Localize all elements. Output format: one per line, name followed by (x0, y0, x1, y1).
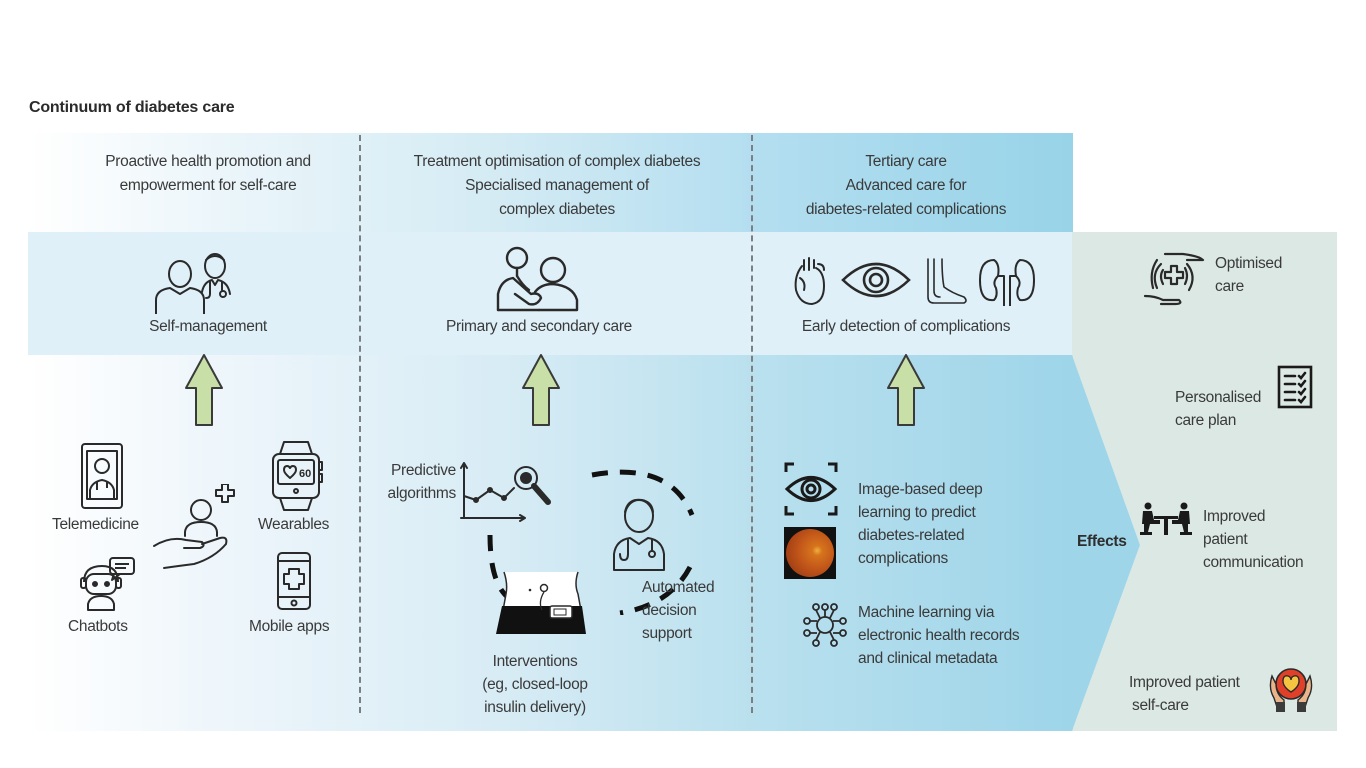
effects-panel (1072, 232, 1337, 731)
label-line: patient (1203, 531, 1248, 548)
mobile-health-app-icon (277, 552, 311, 610)
tool-label-telemedicine: Telemedicine (52, 516, 139, 533)
tool-label-machine-learning-ehr: Machine learning via electronic health r… (858, 601, 1020, 670)
meeting-table-icon (1140, 502, 1192, 535)
label-line: Optimised (1215, 255, 1283, 272)
label-line: self-care (1132, 697, 1189, 714)
foot-icon (927, 258, 967, 304)
column-heading-tertiary-care: Tertiary care Advanced care for diabetes… (754, 150, 1058, 222)
label-line: Improved (1203, 508, 1266, 525)
focus-label-early-detection: Early detection of complications (801, 318, 1011, 335)
doctor-icon (613, 498, 665, 571)
retinal-fundus-image (784, 527, 836, 579)
patient-and-doctor-icon (155, 253, 231, 314)
hand-holding-person-icon (153, 484, 235, 569)
tablet-doctor-icon (81, 443, 123, 509)
label-line: communication (1203, 554, 1304, 571)
column-divider (359, 135, 361, 713)
heading-line: diabetes-related complications (805, 201, 1007, 218)
tool-label-wearables: Wearables (258, 516, 330, 533)
heading-line: complex diabetes (499, 201, 615, 218)
eye-icon (841, 262, 911, 298)
label-line: insulin delivery) (484, 699, 586, 716)
label-line: care plan (1175, 412, 1237, 429)
tool-label-image-deep-learning: Image-based deep learning to predict dia… (858, 478, 983, 570)
effect-label-personalised-care-plan: Personalised care plan (1175, 386, 1261, 432)
diagram-title: Continuum of diabetes care (29, 99, 235, 116)
label-line: algorithms (387, 485, 457, 502)
effects-chevron (1072, 355, 1140, 731)
label-line: Improved patient (1129, 674, 1240, 691)
heading-line: Tertiary care (865, 153, 947, 170)
retina-disc (786, 529, 834, 577)
watch-readout: 60 (299, 468, 311, 480)
heading-line: Advanced care for (845, 177, 967, 194)
column-heading-complex-diabetes: Treatment optimisation of complex diabet… (362, 150, 752, 222)
hands-care-cross-icon (1143, 252, 1205, 306)
effect-label-improved-communication: Improved patient communication (1203, 505, 1304, 574)
tool-label-chatbots: Chatbots (68, 618, 128, 635)
cycle-label-interventions: Interventions (eg, closed-loop insulin d… (450, 650, 620, 719)
label-line: care (1215, 278, 1244, 295)
label-line: Interventions (492, 653, 578, 670)
label-line: complications (858, 550, 949, 567)
heading-line: empowerment for self-care (119, 177, 297, 194)
label-line: learning to predict (858, 504, 976, 521)
predictive-chart-magnifier-icon (460, 462, 551, 522)
heading-line: Specialised management of (465, 177, 649, 194)
label-line: Image-based deep (858, 481, 983, 498)
label-line: support (642, 625, 692, 642)
smartwatch-icon: 60 (272, 441, 323, 511)
label-line: Predictive (390, 462, 456, 479)
effect-label-optimised-care: Optimised care (1215, 252, 1282, 298)
heading-line: Treatment optimisation of complex diabet… (413, 153, 701, 170)
doctor-examining-patient-icon (496, 246, 579, 312)
up-arrow-icon (522, 354, 560, 426)
focus-label-self-management: Self-management (149, 318, 267, 335)
band-care-levels (28, 133, 1073, 232)
up-arrow-icon (887, 354, 925, 426)
hands-heart-icon (1269, 668, 1313, 712)
focus-label-primary-secondary-care: Primary and secondary care (445, 318, 633, 335)
eye-scan-icon (784, 462, 838, 516)
label-line: and clinical metadata (858, 650, 998, 667)
cycle-label-automated-decision-support: Automated decision support (642, 576, 715, 645)
heading-line: Proactive health promotion and (105, 153, 311, 170)
heart-icon (794, 257, 825, 305)
kidneys-icon (979, 259, 1035, 306)
label-line: decision (642, 602, 697, 619)
label-line: Personalised (1175, 389, 1262, 406)
tool-label-mobile-apps: Mobile apps (249, 618, 330, 635)
label-line: (eg, closed-loop (482, 676, 588, 693)
effects-label: Effects (1077, 533, 1127, 550)
label-line: diabetes-related (858, 527, 965, 544)
cycle-label-predictive-algorithms: Predictive algorithms (362, 459, 457, 505)
label-line: electronic health records (858, 627, 1020, 644)
label-line: Machine learning via (858, 604, 995, 621)
effect-label-improved-self-care: Improved patient self-care (1129, 671, 1240, 717)
column-heading-self-care: Proactive health promotion and empowerme… (28, 150, 388, 198)
neural-network-icon (803, 603, 847, 647)
chatbot-icon (80, 557, 135, 611)
column-divider (751, 135, 753, 713)
up-arrow-icon (185, 354, 223, 426)
label-line: Automated (642, 579, 715, 596)
closed-loop-insulin-pump-icon (496, 571, 586, 634)
checklist-icon (1277, 365, 1313, 409)
